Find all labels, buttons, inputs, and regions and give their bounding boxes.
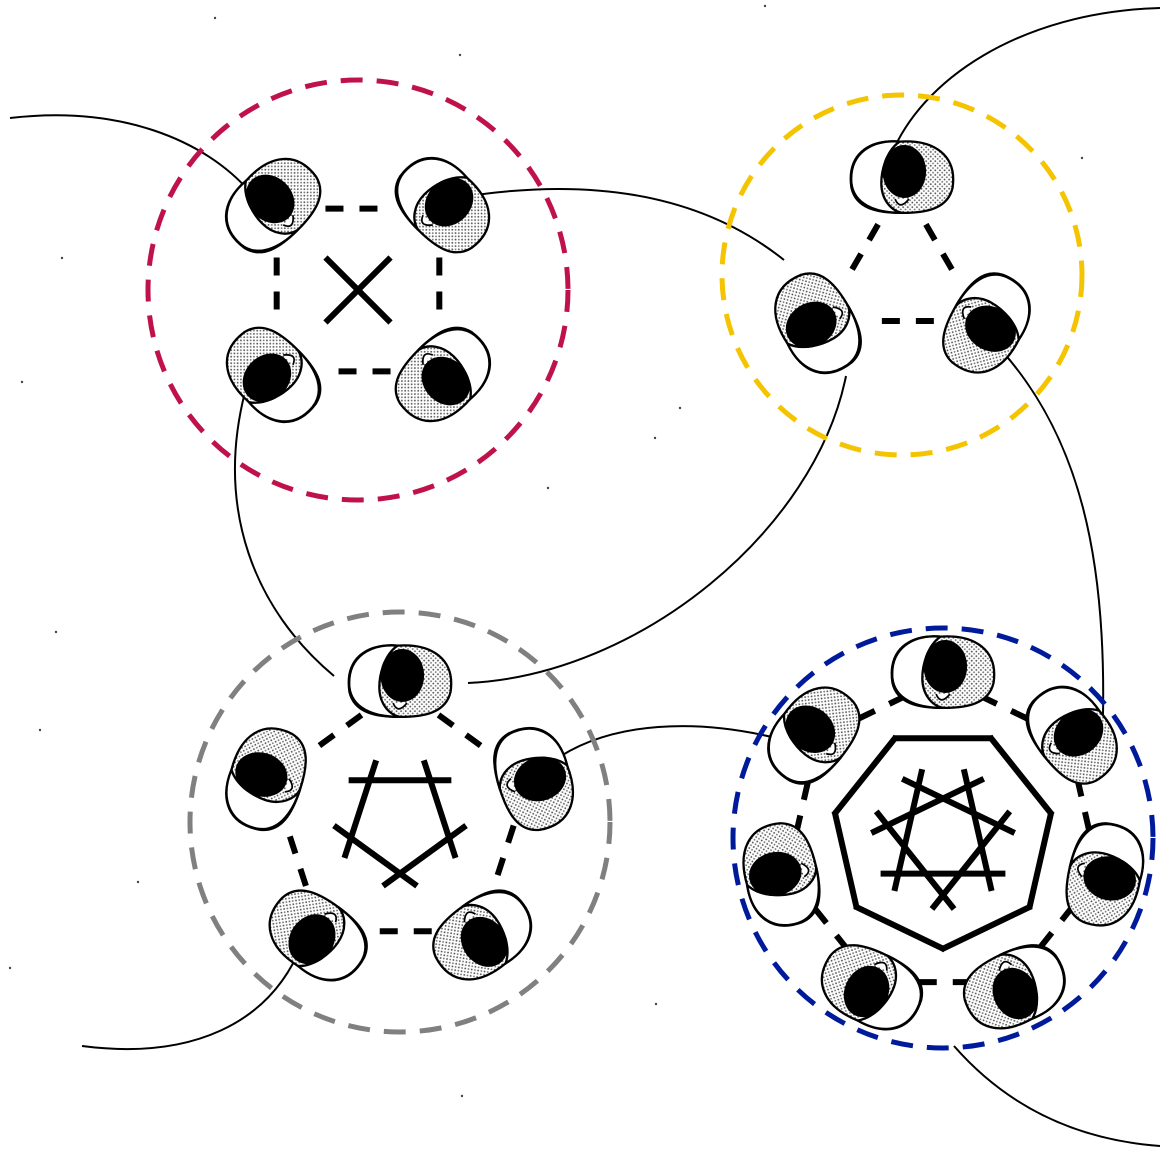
group-5	[190, 612, 610, 1032]
neighbor-tie	[286, 826, 306, 886]
group-3	[722, 95, 1082, 455]
neighbor-tie	[310, 715, 361, 752]
connector-line	[82, 944, 302, 1049]
person-topdown-icon	[761, 262, 874, 386]
person-topdown-icon	[809, 933, 932, 1042]
neighbor-tie	[439, 715, 490, 752]
connector-line	[462, 189, 784, 260]
tie-lines	[277, 209, 440, 372]
person-topdown-icon	[753, 672, 873, 797]
group-4	[148, 80, 568, 500]
neighbor-tie	[796, 779, 808, 833]
cross-tie	[1029, 811, 1051, 909]
neighbor-tie	[494, 826, 514, 886]
neighbor-tie	[926, 224, 958, 279]
person-topdown-icon	[930, 262, 1043, 386]
neighbor-tie	[1077, 779, 1089, 833]
groups-layer	[148, 80, 1153, 1048]
person-topdown-icon	[892, 636, 994, 708]
person-topdown-icon	[255, 877, 380, 995]
connector-line	[990, 338, 1103, 748]
neighbor-tie	[813, 906, 848, 949]
tie-lines	[846, 224, 958, 321]
cross-tie	[835, 811, 857, 909]
person-topdown-icon	[349, 645, 451, 717]
cross-tie	[855, 906, 945, 949]
person-topdown-icon	[382, 143, 505, 266]
connector-line	[468, 376, 846, 683]
cross-tie	[876, 811, 954, 909]
person-topdown-icon	[851, 141, 953, 213]
person-topdown-icon	[216, 719, 316, 839]
cross-tie	[941, 906, 1031, 949]
person-topdown-icon	[1013, 672, 1133, 797]
person-topdown-icon	[211, 314, 334, 437]
person-topdown-icon	[953, 933, 1076, 1042]
person-topdown-icon	[211, 143, 334, 266]
connector-line	[10, 115, 250, 192]
person-topdown-icon	[382, 314, 505, 437]
neighbor-tie	[981, 696, 1031, 720]
neighbor-tie	[1038, 906, 1073, 949]
cross-tie	[902, 779, 1014, 833]
connector-line	[890, 8, 1160, 158]
person-topdown-icon	[484, 719, 584, 839]
person-topdown-icon	[420, 877, 545, 995]
group-7	[733, 628, 1153, 1048]
neighbor-tie	[855, 696, 905, 720]
connector-line	[954, 1046, 1160, 1146]
connector-line	[235, 392, 334, 676]
neighbor-tie	[846, 224, 878, 279]
